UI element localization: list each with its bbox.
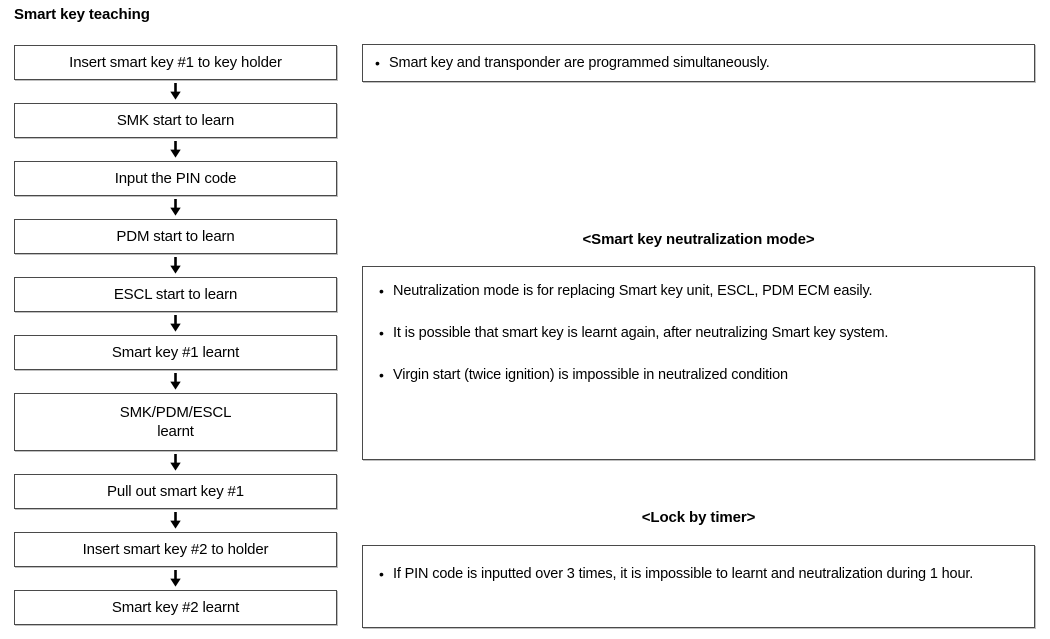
flow-step-box: Smart key #1 learnt	[14, 335, 337, 370]
flow-step: SMK start to learn	[14, 103, 337, 138]
flow-step-label: Input the PIN code	[114, 170, 237, 187]
note-panel-neutralization: Neutralization mode is for replacing Sma…	[362, 266, 1035, 460]
flow-step-label: Smart key #2 learnt	[111, 599, 240, 616]
arrow-down-icon	[14, 138, 337, 161]
page-title: Smart key teaching	[14, 6, 150, 23]
flow-step-label: SMK start to learn	[116, 112, 235, 129]
flow-step-box: Input the PIN code	[14, 161, 337, 196]
bullet-item: Neutralization mode is for replacing Sma…	[377, 281, 1020, 302]
arrow-down-icon	[14, 196, 337, 219]
flow-step: Smart key #2 learnt	[14, 590, 337, 625]
arrow-down-icon	[14, 451, 337, 474]
note-panel-simultaneous: Smart key and transponder are programmed…	[362, 44, 1035, 82]
flow-step-box: ESCL start to learn	[14, 277, 337, 312]
flow-step-box: Pull out smart key #1	[14, 474, 337, 509]
arrow-down-icon	[14, 254, 337, 277]
flow-step-box: SMK start to learn	[14, 103, 337, 138]
bullet-item: Smart key and transponder are programmed…	[373, 53, 1024, 74]
bullet-item: It is possible that smart key is learnt …	[377, 323, 1020, 344]
arrow-down-icon	[14, 370, 337, 393]
flow-step-label: Smart key #1 learnt	[111, 344, 240, 361]
note-panel-lock-by-timer: If PIN code is inputted over 3 times, it…	[362, 545, 1035, 628]
arrow-down-icon	[14, 509, 337, 532]
flow-step-label: Insert smart key #1 to key holder	[69, 54, 282, 71]
flow-step: Input the PIN code	[14, 161, 337, 196]
flow-step: Insert smart key #2 to holder	[14, 532, 337, 567]
arrow-down-icon	[14, 80, 337, 103]
flow-step-box: SMK/PDM/ESCL learnt	[14, 393, 337, 451]
flow-step-label: PDM start to learn	[116, 228, 235, 245]
flow-step-box: Smart key #2 learnt	[14, 590, 337, 625]
bullet-list-neutralization: Neutralization mode is for replacing Sma…	[377, 281, 1020, 386]
flow-step-box: PDM start to learn	[14, 219, 337, 254]
flow-step: Smart key #1 learnt	[14, 335, 337, 370]
flow-step-label: SMK/PDM/ESCL learnt	[119, 404, 232, 440]
flow-step-label: ESCL start to learn	[113, 286, 238, 303]
bullet-list-lock-by-timer: If PIN code is inputted over 3 times, it…	[377, 564, 1020, 585]
flow-step: PDM start to learn	[14, 219, 337, 254]
heading-neutralization-mode: <Smart key neutralization mode>	[582, 231, 815, 248]
flow-step: Pull out smart key #1	[14, 474, 337, 509]
flow-step: ESCL start to learn	[14, 277, 337, 312]
heading-lock-by-timer: <Lock by timer>	[641, 509, 756, 526]
arrow-down-icon	[14, 312, 337, 335]
notes-column: Smart key and transponder are programmed…	[362, 0, 1035, 639]
flow-step: Insert smart key #1 to key holder	[14, 45, 337, 80]
flow-step: SMK/PDM/ESCL learnt	[14, 393, 337, 451]
flow-step-box: Insert smart key #2 to holder	[14, 532, 337, 567]
flow-step-label: Insert smart key #2 to holder	[82, 541, 269, 558]
flow-step-label: Pull out smart key #1	[107, 483, 244, 500]
bullet-list-simultaneous: Smart key and transponder are programmed…	[373, 53, 1024, 74]
arrow-down-icon	[14, 567, 337, 590]
flow-step-box: Insert smart key #1 to key holder	[14, 45, 337, 80]
bullet-item: If PIN code is inputted over 3 times, it…	[377, 564, 1020, 585]
bullet-item: Virgin start (twice ignition) is impossi…	[377, 365, 1020, 386]
